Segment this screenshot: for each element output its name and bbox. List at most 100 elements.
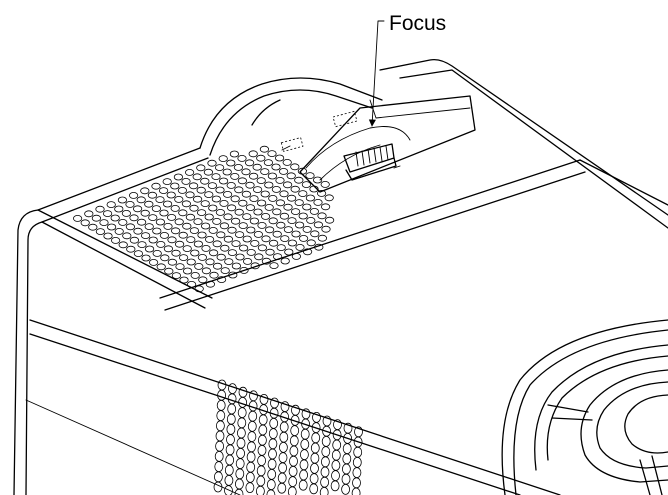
vent-hole xyxy=(227,226,237,234)
vent-hole xyxy=(264,226,275,234)
vent-hole xyxy=(331,459,341,471)
vent-hole xyxy=(159,231,169,239)
vent-hole xyxy=(231,262,241,270)
vent-hole xyxy=(198,276,208,284)
vent-hole xyxy=(236,437,246,449)
vent-hole xyxy=(234,208,244,216)
vent-hole xyxy=(152,249,162,257)
vent-hole xyxy=(145,245,155,253)
vent-hole xyxy=(279,431,289,443)
vent-hole xyxy=(247,431,257,443)
vent-hole xyxy=(140,187,150,195)
vent-hole xyxy=(234,488,244,495)
vent-hole xyxy=(111,236,121,244)
vent-hole xyxy=(247,420,257,432)
vent-hole xyxy=(310,452,320,464)
vent-hole xyxy=(193,218,203,226)
vent-hole xyxy=(192,173,202,181)
vent-hole xyxy=(173,173,183,181)
vent-hole xyxy=(227,393,237,405)
vent-hole xyxy=(148,214,158,222)
vent-hole xyxy=(268,448,277,460)
vent-hole xyxy=(290,163,300,171)
vent-hole xyxy=(289,435,299,447)
vent-hole xyxy=(316,189,327,197)
vent-hole xyxy=(257,221,267,229)
vent-hole xyxy=(156,263,166,271)
vent-hole xyxy=(213,471,223,483)
vent-hole xyxy=(267,172,277,180)
vent-hole xyxy=(241,190,251,198)
vent-hole xyxy=(324,194,334,202)
vent-hole xyxy=(312,411,321,423)
vent-hole xyxy=(204,191,214,199)
vent-hole xyxy=(185,191,195,199)
vent-hole xyxy=(245,159,255,167)
vent-hole xyxy=(224,464,234,476)
vent-hole xyxy=(245,482,255,494)
vent-hole xyxy=(235,458,245,470)
projector-body xyxy=(13,58,668,495)
vent-hole xyxy=(259,393,269,405)
vent-hole xyxy=(250,262,260,270)
vent-hole xyxy=(279,421,289,433)
vent-hole xyxy=(208,204,218,212)
vent-hole xyxy=(200,177,210,185)
vent-hole xyxy=(272,253,283,261)
vent-hole xyxy=(246,461,256,473)
vent-hole xyxy=(91,214,102,222)
vent-hole xyxy=(280,257,290,265)
vent-hole xyxy=(321,435,331,447)
vent-hole xyxy=(268,239,279,247)
vent-hole xyxy=(263,159,273,167)
vent-hole xyxy=(270,397,279,409)
vent-hole xyxy=(275,199,285,207)
vent-hole xyxy=(151,205,161,213)
vent-hole xyxy=(159,209,169,217)
vent-hole xyxy=(103,232,113,240)
vent-hole xyxy=(213,262,223,270)
vent-hole xyxy=(280,401,290,413)
vent-hole xyxy=(151,182,161,190)
focus-slider[interactable] xyxy=(343,143,401,181)
vent-hole xyxy=(310,230,320,238)
vent-hole xyxy=(170,204,180,212)
vent-hole xyxy=(214,461,224,473)
vent-hole xyxy=(185,213,195,221)
vent-hole xyxy=(268,194,278,202)
vent-hole xyxy=(144,200,154,208)
lens-housing xyxy=(199,77,476,193)
vent-hole xyxy=(193,195,203,203)
vent-hole xyxy=(300,428,310,440)
vent-hole xyxy=(245,181,255,189)
vent-hole xyxy=(110,214,120,222)
vent-hole xyxy=(309,483,319,495)
vent-hole xyxy=(278,452,288,464)
vent-hole xyxy=(291,404,300,416)
vent-hole xyxy=(126,245,136,253)
vent-hole xyxy=(239,244,249,252)
vent-hole xyxy=(209,249,219,257)
vent-hole xyxy=(226,159,236,167)
vent-hole xyxy=(299,469,309,481)
vent-hole xyxy=(133,227,143,235)
vent-hole xyxy=(269,417,279,429)
vent-hole xyxy=(216,410,226,422)
vent-hole xyxy=(276,244,286,252)
vent-hole xyxy=(179,276,189,284)
vent-hole xyxy=(212,240,222,248)
front-vent-grille xyxy=(213,379,363,495)
vent-hole xyxy=(125,223,135,231)
vent-hole xyxy=(211,173,221,181)
vent-hole xyxy=(257,434,267,446)
vent-hole xyxy=(167,258,177,266)
vent-hole xyxy=(181,200,191,208)
vent-hole xyxy=(204,213,214,221)
vent-hole xyxy=(238,199,248,207)
vent-hole xyxy=(229,150,239,158)
vent-hole xyxy=(137,218,147,226)
vent-hole xyxy=(118,218,128,226)
vent-hole xyxy=(118,241,128,249)
vent-hole xyxy=(314,243,324,251)
